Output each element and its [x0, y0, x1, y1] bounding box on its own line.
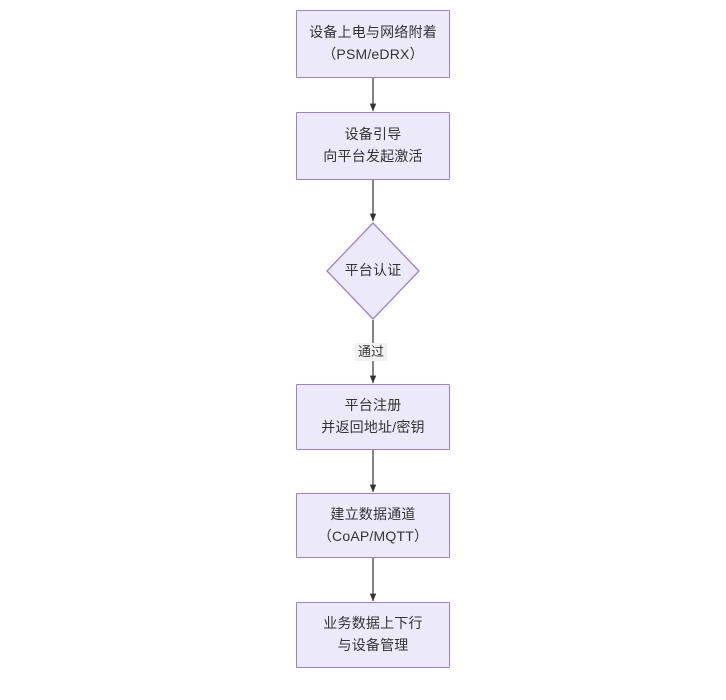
diamond-icon	[326, 222, 420, 320]
flow-node-platform-auth-decision[interactable]: 平台认证	[326, 222, 420, 320]
flow-node-line-1: 业务数据上下行	[323, 615, 423, 632]
flow-node-line-1: 建立数据通道	[330, 505, 416, 522]
flow-node-line-1: 平台认证	[344, 262, 402, 279]
flow-node-line-2: （PSM/eDRX）	[322, 46, 424, 62]
flow-node-line-1: 设备引导	[344, 126, 402, 143]
flow-node-text: 设备上电与网络附着 （PSM/eDRX）	[309, 22, 437, 65]
flow-node-line-1: 设备上电与网络附着	[309, 24, 437, 41]
flow-node-text: 平台注册 并返回地址/密钥	[321, 395, 425, 438]
flow-node-line-2: 并返回地址/密钥	[321, 419, 425, 435]
flow-node-text: 业务数据上下行 与设备管理	[323, 613, 422, 656]
flow-node-establish-data-channel[interactable]: 建立数据通道 （CoAP/MQTT）	[296, 493, 450, 558]
flow-node-line-2: 与设备管理	[337, 637, 409, 653]
edge-label-pass: 通过	[355, 343, 388, 361]
flow-node-platform-register[interactable]: 平台注册 并返回地址/密钥	[296, 384, 450, 450]
flow-node-business-data-and-device-mgmt[interactable]: 业务数据上下行 与设备管理	[296, 602, 450, 668]
flow-node-line-1: 平台注册	[344, 397, 402, 414]
flow-node-line-2: （CoAP/MQTT）	[317, 527, 429, 544]
flow-node-line-2: 向平台发起激活	[323, 148, 423, 164]
flow-node-device-power-on[interactable]: 设备上电与网络附着 （PSM/eDRX）	[296, 10, 450, 78]
flow-node-text: 设备引导 向平台发起激活	[323, 124, 422, 167]
flow-node-device-bootstrap[interactable]: 设备引导 向平台发起激活	[296, 112, 450, 180]
flow-node-text: 建立数据通道 （CoAP/MQTT）	[318, 504, 428, 547]
